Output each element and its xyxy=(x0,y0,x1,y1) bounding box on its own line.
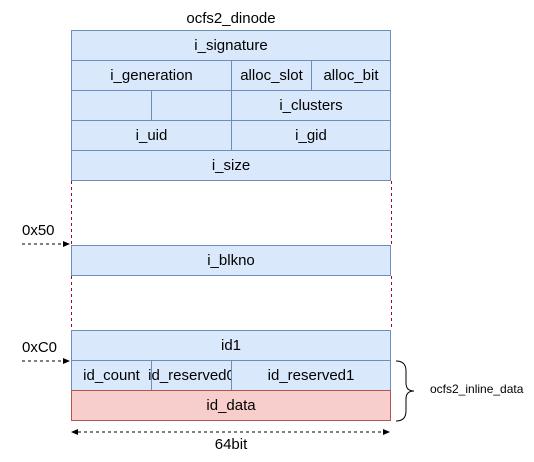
field-id-count: id_count xyxy=(71,360,152,391)
field-id-reserved0: id_reserved0 xyxy=(148,360,235,391)
field-id-data: id_data xyxy=(71,390,391,421)
field-i-size: i_size xyxy=(71,150,391,181)
field-i-uid: i_uid xyxy=(71,120,232,151)
field-alloc-bit: alloc_bit xyxy=(311,60,391,91)
gap-dashed-borders xyxy=(71,181,392,330)
field-i-gid: i_gid xyxy=(231,120,391,151)
offset-label-0xc0: 0xC0 xyxy=(22,339,58,356)
offset-label-0x50: 0x50 xyxy=(22,222,55,239)
field-i-clusters: i_clusters xyxy=(231,90,391,121)
brace-label: ocfs2_inline_data xyxy=(430,382,524,396)
width-label: 64bit xyxy=(214,436,248,453)
field-i-blkno: i_blkno xyxy=(71,245,391,276)
field-id-reserved1: id_reserved1 xyxy=(231,360,391,391)
inline-data-brace xyxy=(395,360,415,422)
diagram-title: ocfs2_dinode xyxy=(186,10,276,27)
